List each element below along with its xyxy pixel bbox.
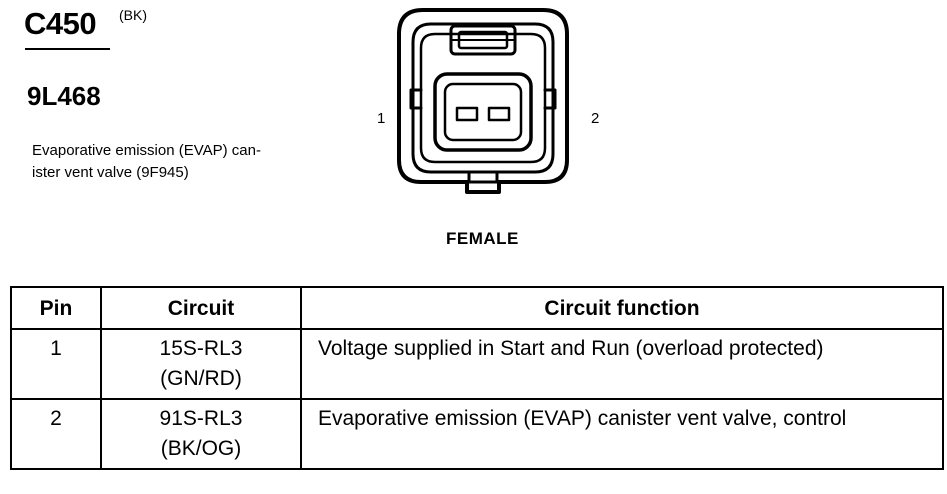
description-line: Evaporative emission (EVAP) can- — [32, 142, 261, 159]
header-circuit: Circuit — [100, 286, 302, 330]
shroud-outline — [411, 22, 555, 174]
polarizing-tab — [467, 170, 499, 184]
wire-color: (GN/RD) — [160, 367, 242, 390]
side-key-left — [409, 88, 423, 110]
circuit-id: 91S-RL3 — [159, 407, 243, 430]
part-number: 9L468 — [27, 81, 101, 111]
side-key-right — [543, 88, 557, 110]
table-row: 2 91S-RL3 (BK/OG) Evaporative emission (… — [10, 398, 944, 470]
connector-gender-label: FEMALE — [446, 229, 519, 248]
pin-label-1: 1 — [377, 110, 386, 127]
connector-color: (BK) — [119, 7, 147, 23]
pin-table: Pin Circuit Circuit function 1 15S-RL3 (… — [10, 286, 944, 470]
circuit-function: Voltage supplied in Start and Run (overl… — [300, 328, 944, 400]
table-row: 1 15S-RL3 (GN/RD) Voltage supplied in St… — [10, 328, 944, 400]
connector-id: C450 — [24, 6, 97, 41]
terminal-cavity-2 — [487, 106, 511, 122]
header-pin: Pin — [10, 286, 102, 330]
housing-outline — [397, 8, 569, 194]
pin-number: 2 — [10, 398, 102, 470]
circuit-id: 15S-RL3 — [159, 337, 243, 360]
title-rule — [25, 48, 110, 50]
circuit-cell: 91S-RL3 (BK/OG) — [100, 398, 302, 470]
pin-number: 1 — [10, 328, 102, 400]
terminal-block — [433, 72, 533, 152]
wire-color: (BK/OG) — [160, 437, 242, 460]
circuit-cell: 15S-RL3 (GN/RD) — [100, 328, 302, 400]
terminal-cavity-1 — [455, 106, 479, 122]
table-header-row: Pin Circuit Circuit function — [10, 286, 944, 330]
circuit-function: Evaporative emission (EVAP) canister ven… — [300, 398, 944, 470]
connector-face-icon — [397, 8, 569, 194]
header-circuit-function: Circuit function — [300, 286, 944, 330]
component-description: Evaporative emission (EVAP) can- ister v… — [32, 140, 317, 184]
pin-label-2: 2 — [591, 110, 600, 127]
description-line: ister vent valve (9F945) — [32, 164, 189, 181]
